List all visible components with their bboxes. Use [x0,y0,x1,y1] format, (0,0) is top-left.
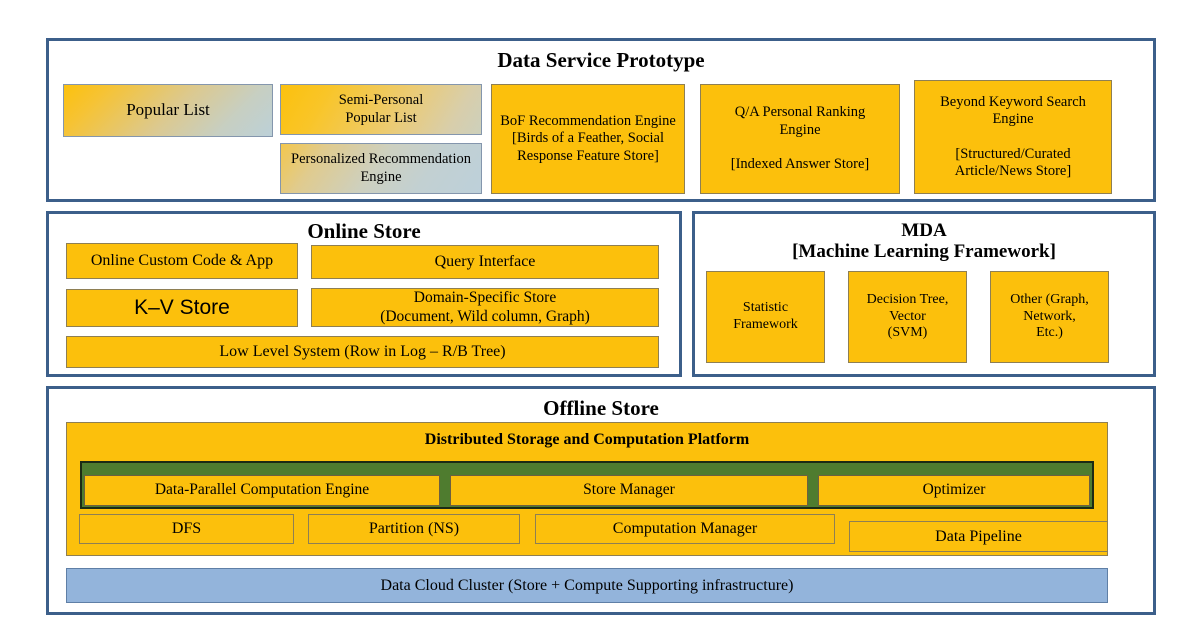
box-query-interface[interactable]: Query Interface [311,245,659,279]
box-statistic-framework[interactable]: Statistic Framework [706,271,825,363]
box-domain-specific-store[interactable]: Domain-Specific Store (Document, Wild co… [311,288,659,327]
box-optimizer[interactable]: Optimizer [818,475,1090,506]
box-low-level-system[interactable]: Low Level System (Row in Log – R/B Tree) [66,336,659,368]
panel-title-data-service-prototype: Data Service Prototype [497,48,705,72]
panel-title-online-store: Online Store [307,219,421,243]
box-data-parallel-computation-engine[interactable]: Data-Parallel Computation Engine [84,475,440,506]
box-data-cloud-cluster[interactable]: Data Cloud Cluster (Store + Compute Supp… [66,568,1108,603]
panel-title-offline-store: Offline Store [543,396,659,420]
platform-label: Distributed Storage and Computation Plat… [424,431,750,448]
box-dfs[interactable]: DFS [79,514,294,544]
box-data-pipeline[interactable]: Data Pipeline [849,521,1108,552]
box-bof-recommendation-engine[interactable]: BoF Recommendation Engine [Birds of a Fe… [491,84,685,194]
box-partition-ns[interactable]: Partition (NS) [308,514,520,544]
box-popular-list[interactable]: Popular List [63,84,273,137]
panel-title-mda: MDA [Machine Learning Framework] [792,220,1056,263]
box-other-graph-network[interactable]: Other (Graph, Network, Etc.) [990,271,1109,363]
box-computation-manager[interactable]: Computation Manager [535,514,835,544]
box-semi-personal-popular-list[interactable]: Semi-Personal Popular List [280,84,482,135]
box-online-custom-code-app[interactable]: Online Custom Code & App [66,243,298,279]
box-kv-store[interactable]: K–V Store [66,289,298,327]
box-qa-personal-ranking-engine[interactable]: Q/A Personal Ranking Engine [Indexed Ans… [700,84,900,194]
box-personalized-recommendation-engine[interactable]: Personalized Recommendation Engine [280,143,482,194]
box-beyond-keyword-search-engine[interactable]: Beyond Keyword Search Engine [Structured… [914,80,1112,194]
box-decision-tree-vector-svm[interactable]: Decision Tree, Vector (SVM) [848,271,967,363]
box-store-manager[interactable]: Store Manager [450,475,808,506]
